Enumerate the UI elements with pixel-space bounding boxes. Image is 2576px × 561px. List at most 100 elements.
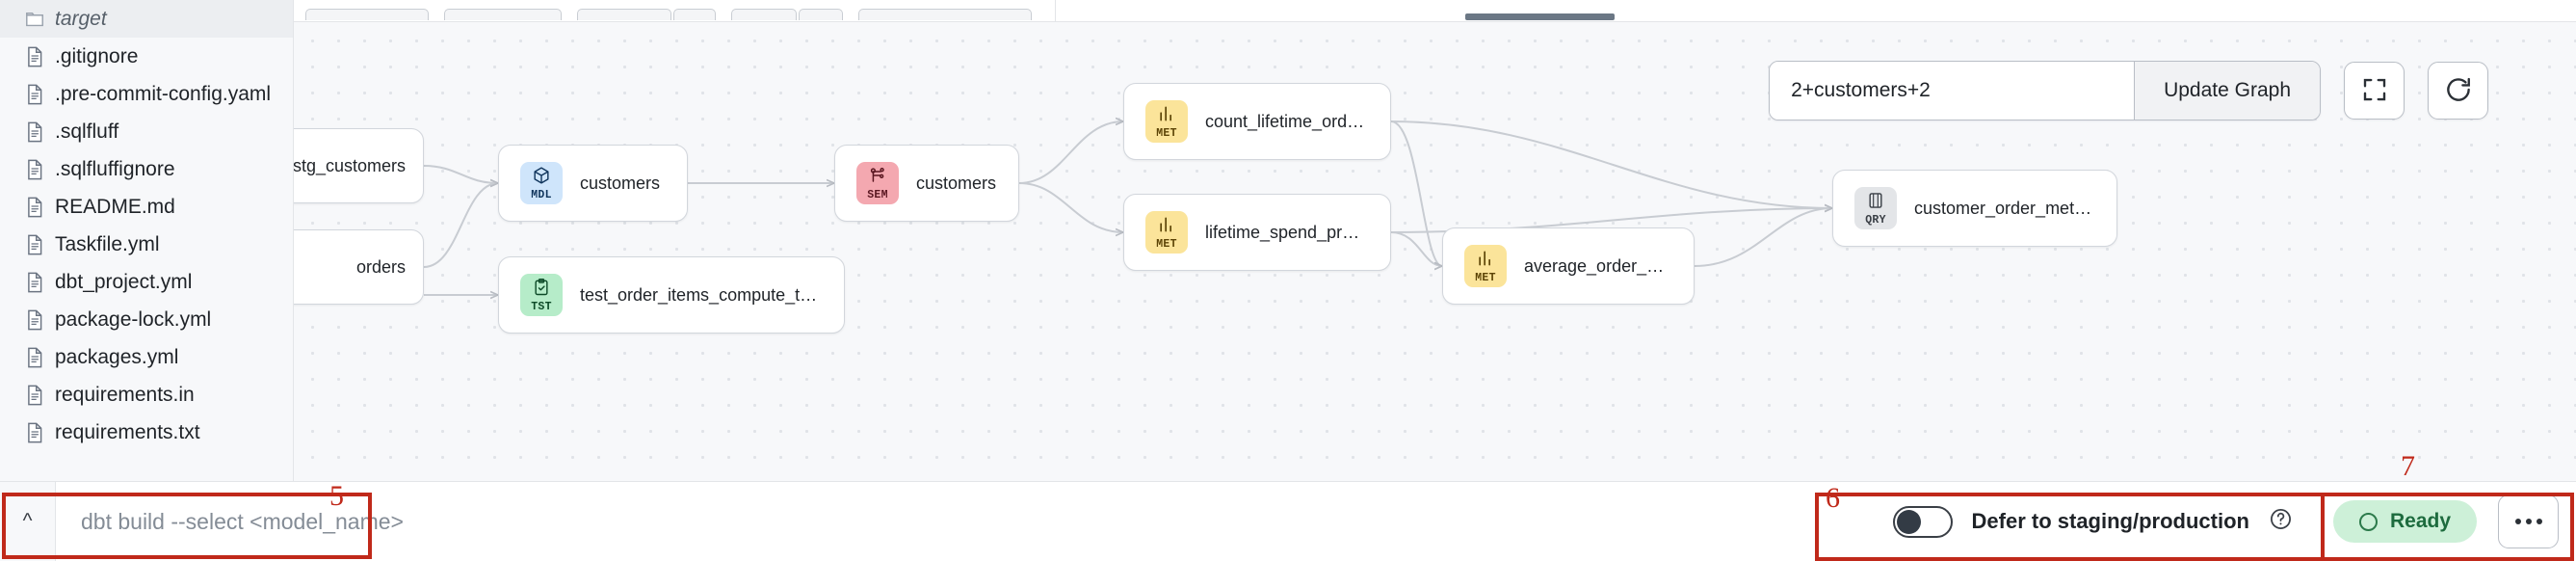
file-icon [25, 234, 44, 255]
file-item[interactable]: package-lock.yml [0, 301, 293, 338]
bottom-command-bar: ^ Defer to staging/production Ready [0, 481, 2576, 561]
graph-node-label: average_order_value [1524, 255, 1672, 276]
file-item[interactable]: dbt_project.yml [0, 263, 293, 301]
file-name: requirements.in [55, 383, 195, 406]
graph-node-label: stg_customers [294, 155, 406, 175]
file-icon [25, 121, 44, 143]
file-icon [25, 46, 44, 67]
met-glyph-icon [1157, 104, 1176, 127]
ellipsis-icon [2536, 519, 2542, 524]
tab-sliver-7[interactable] [858, 9, 1032, 20]
circle-icon [2358, 512, 2378, 531]
tab-sliver-4[interactable] [673, 9, 716, 20]
file-name: target [55, 7, 107, 30]
fullscreen-button[interactable] [2344, 62, 2405, 120]
file-icon [25, 309, 44, 331]
tab-sliver-5[interactable] [731, 9, 797, 20]
mdl-glyph-icon [532, 166, 551, 189]
defer-control: Defer to staging/production [1858, 482, 2318, 561]
graph-node[interactable]: MET count_lifetime_orders [1123, 83, 1391, 160]
tst-glyph-icon [532, 278, 551, 301]
file-name: requirements.txt [55, 420, 200, 443]
update-graph-button[interactable]: Update Graph [2134, 62, 2320, 120]
badge-text: SEM [867, 188, 888, 201]
graph-node[interactable]: orders [294, 229, 424, 305]
file-item[interactable]: packages.yml [0, 338, 293, 376]
met-glyph-icon [1157, 215, 1176, 238]
file-icon [25, 422, 44, 443]
file-item[interactable]: .gitignore [0, 38, 293, 75]
file-explorer-sidebar: target .gitignore .pre-commit-config.yam… [0, 0, 294, 481]
file-item[interactable]: requirements.in [0, 376, 293, 414]
fullscreen-icon [2360, 75, 2389, 107]
folder-icon [25, 9, 44, 30]
file-item[interactable]: .pre-commit-config.yaml [0, 75, 293, 113]
graph-node-label: customer_order_metrics [1914, 198, 2095, 218]
file-name: .sqlfluff [55, 120, 119, 143]
tab-sliver-6[interactable] [799, 9, 843, 20]
status-label: Ready [2389, 510, 2451, 532]
graph-node-label: test_order_items_compute_to_bools… [580, 284, 823, 305]
file-name: dbt_project.yml [55, 270, 193, 293]
badge-text: QRY [1865, 213, 1886, 227]
more-options-button[interactable] [2498, 494, 2559, 548]
graph-node[interactable]: MDL customers [498, 145, 688, 222]
qry-badge: QRY [1854, 187, 1897, 229]
defer-label: Defer to staging/production [1971, 509, 2249, 533]
file-item[interactable]: README.md [0, 188, 293, 226]
graph-node-label: customers [580, 173, 661, 193]
file-item[interactable]: target [0, 0, 293, 38]
graph-selector-input[interactable] [1770, 62, 2135, 120]
editor-tab-strip[interactable] [294, 0, 2576, 22]
file-list: target .gitignore .pre-commit-config.yam… [0, 0, 293, 451]
file-item[interactable]: requirements.txt [0, 414, 293, 451]
badge-text: MET [1475, 271, 1496, 284]
graph-node-label: count_lifetime_orders [1205, 111, 1369, 131]
graph-selector-group: Update Graph [1769, 61, 2321, 120]
active-tab-indicator [1465, 13, 1615, 20]
file-name: README.md [55, 195, 175, 218]
met-glyph-icon [1476, 249, 1495, 272]
tab-sliver-1[interactable] [305, 9, 429, 20]
ellipsis-icon [2514, 519, 2521, 524]
refresh-icon [2444, 75, 2473, 107]
file-name: Taskfile.yml [55, 232, 160, 255]
command-input[interactable] [56, 481, 1858, 561]
mdl-badge: MDL [520, 162, 563, 204]
graph-node[interactable]: TST test_order_items_compute_to_bools… [498, 256, 845, 334]
graph-node[interactable]: MET average_order_value [1442, 227, 1695, 305]
graph-node[interactable]: QRY customer_order_metrics [1832, 170, 2117, 247]
tst-badge: TST [520, 274, 563, 316]
sem-badge: SEM [856, 162, 899, 204]
bottom-bar-right: Defer to staging/production Ready [1858, 482, 2576, 561]
file-name: .gitignore [55, 44, 139, 67]
graph-node-label: customers [916, 173, 997, 193]
file-name: .sqlfluffignore [55, 157, 175, 180]
refresh-button[interactable] [2428, 62, 2488, 120]
file-item[interactable]: Taskfile.yml [0, 226, 293, 263]
qry-glyph-icon [1866, 191, 1885, 214]
graph-node[interactable]: stg_customers [294, 128, 424, 203]
file-name: .pre-commit-config.yaml [55, 82, 272, 105]
graph-node[interactable]: SEM customers [834, 145, 1019, 222]
tab-sliver-3[interactable] [577, 9, 671, 20]
defer-toggle-knob [1896, 509, 1921, 534]
file-icon [25, 84, 44, 105]
sem-glyph-icon [868, 166, 887, 189]
ellipsis-icon [2525, 519, 2532, 524]
help-circle-icon[interactable] [2269, 507, 2293, 536]
file-icon [25, 197, 44, 218]
badge-text: MET [1156, 126, 1177, 140]
defer-toggle[interactable] [1892, 505, 1953, 538]
file-name: package-lock.yml [55, 307, 212, 331]
status-badge[interactable]: Ready [2332, 500, 2477, 543]
tab-sliver-2[interactable] [444, 9, 562, 20]
file-icon [25, 272, 44, 293]
file-item[interactable]: .sqlfluffignore [0, 150, 293, 188]
file-item[interactable]: .sqlfluff [0, 113, 293, 150]
expand-terminal-button[interactable]: ^ [0, 481, 56, 561]
met-badge: MET [1464, 245, 1507, 287]
